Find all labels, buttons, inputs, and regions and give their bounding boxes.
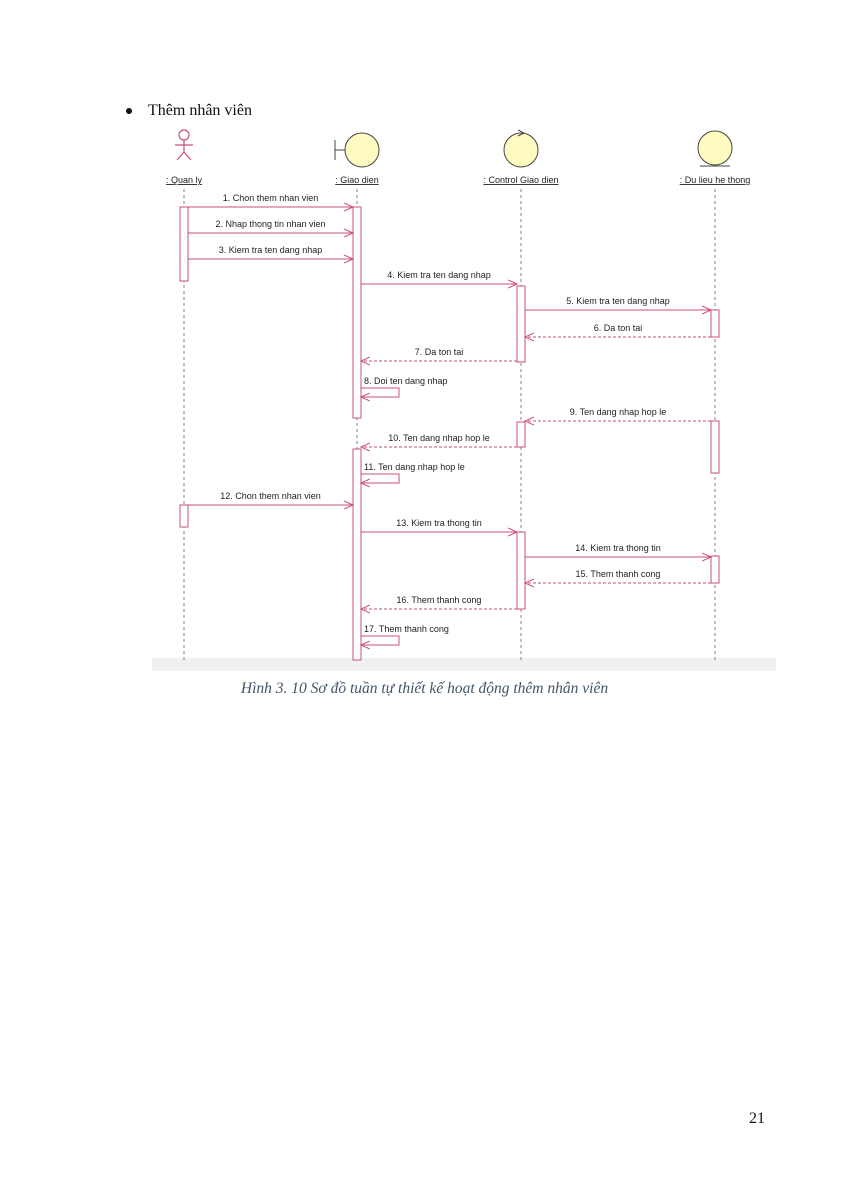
activation-bar xyxy=(352,206,362,419)
figure-caption: Hình 3. 10 Sơ đồ tuần tự thiết kế hoạt đ… xyxy=(240,680,609,697)
participant-label: : Giao dien xyxy=(335,175,379,185)
message-17: 17. Them thanh cong xyxy=(361,624,449,645)
message-11: 11. Ten dang nhap hop le xyxy=(361,462,465,483)
message-label: 1. Chon them nhan vien xyxy=(223,193,319,203)
bullet-text: Thêm nhân viên xyxy=(148,102,252,119)
sequence-diagram: : Quan ly : Giao dien : Control Giao dien:… xyxy=(152,129,776,671)
message-label: 17. Them thanh cong xyxy=(364,624,449,634)
message-15: 15. Them thanh cong xyxy=(525,569,711,583)
message-8: 8. Doi ten dang nhap xyxy=(361,376,448,397)
message-3: 3. Kiem tra ten dang nhap xyxy=(188,245,353,259)
bullet-dot-icon xyxy=(126,108,132,114)
message-2: 2. Nhap thong tin nhan vien xyxy=(188,219,353,233)
self-message-arrow xyxy=(361,387,400,397)
bullet-item: Thêm nhân viên xyxy=(126,102,252,120)
participant-label: : Quan ly xyxy=(166,175,203,185)
actor-head-icon xyxy=(178,129,190,141)
message-label: 11. Ten dang nhap hop le xyxy=(364,462,465,472)
message-label: 6. Da ton tai xyxy=(594,323,643,333)
message-1: 1. Chon them nhan vien xyxy=(188,193,353,207)
message-7: 7. Da ton tai xyxy=(361,347,517,361)
message-label: 3. Kiem tra ten dang nhap xyxy=(219,245,323,255)
page-number: 21 xyxy=(749,1110,765,1127)
actor-leg xyxy=(183,151,192,161)
activation-bar xyxy=(352,448,362,661)
message-label: 9. Ten dang nhap hop le xyxy=(570,407,666,417)
participant-label: : Du lieu he thong xyxy=(680,175,751,185)
activation-bar xyxy=(179,206,189,282)
control-arrow-icon xyxy=(517,129,526,137)
message-6: 6. Da ton tai xyxy=(525,323,711,337)
message-label: 13. Kiem tra thong tin xyxy=(396,518,482,528)
message-9: 9. Ten dang nhap hop le xyxy=(525,407,711,421)
message-4: 4. Kiem tra ten dang nhap xyxy=(361,270,517,284)
participant-label: : Control Giao dien xyxy=(483,175,558,185)
message-label: 4. Kiem tra ten dang nhap xyxy=(387,270,491,280)
message-12: 12. Chon them nhan vien xyxy=(188,491,353,505)
actor-leg xyxy=(176,151,185,161)
diagram-bottom-strip xyxy=(152,658,776,671)
boundary-circle-icon xyxy=(344,132,380,168)
activation-bar xyxy=(710,420,720,474)
message-label: 14. Kiem tra thong tin xyxy=(575,543,661,553)
activation-bar xyxy=(179,504,189,528)
message-label: 2. Nhap thong tin nhan vien xyxy=(215,219,325,229)
message-10: 10. Ten dang nhap hop le xyxy=(361,433,517,447)
message-label: 12. Chon them nhan vien xyxy=(220,491,321,501)
control-circle-icon xyxy=(503,132,539,168)
message-label: 5. Kiem tra ten dang nhap xyxy=(566,296,670,306)
message-16: 16. Them thanh cong xyxy=(361,595,517,609)
message-5: 5. Kiem tra ten dang nhap xyxy=(525,296,711,310)
activation-bar xyxy=(516,421,526,448)
self-message-arrow xyxy=(361,473,400,483)
message-13: 13. Kiem tra thong tin xyxy=(361,518,517,532)
message-label: 15. Them thanh cong xyxy=(576,569,661,579)
message-label: 10. Ten dang nhap hop le xyxy=(388,433,489,443)
activation-bar xyxy=(710,309,720,338)
message-label: 7. Da ton tai xyxy=(415,347,464,357)
self-message-arrow xyxy=(361,635,400,645)
message-label: 16. Them thanh cong xyxy=(397,595,482,605)
message-14: 14. Kiem tra thong tin xyxy=(525,543,711,557)
message-label: 8. Doi ten dang nhap xyxy=(364,376,448,386)
activation-bar xyxy=(516,531,526,610)
entity-circle-icon xyxy=(697,130,733,166)
activation-bar xyxy=(516,285,526,363)
activation-bar xyxy=(710,555,720,584)
